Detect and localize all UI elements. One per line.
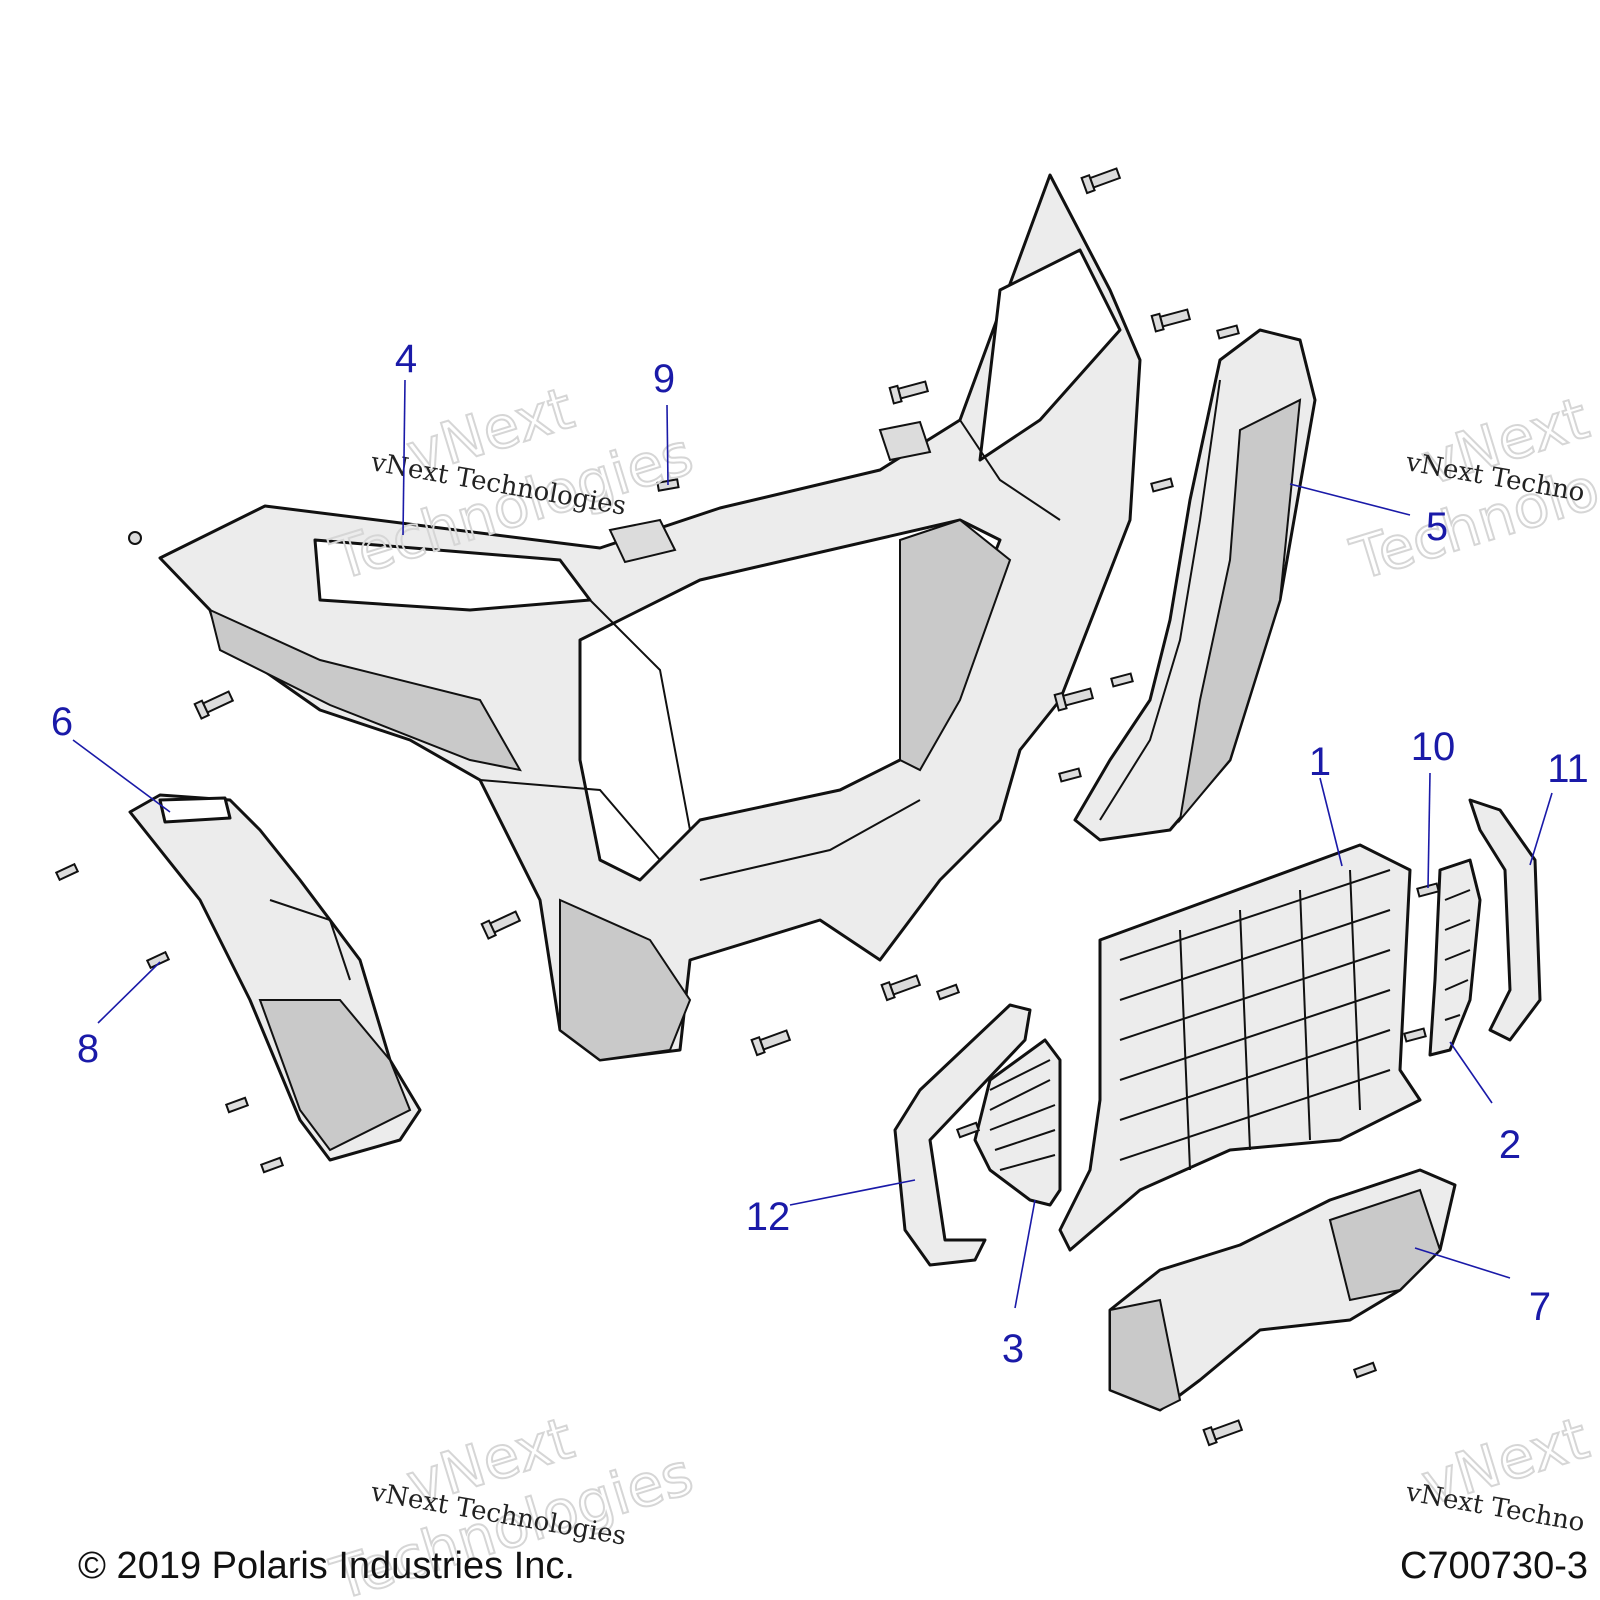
part-7-lower-skid-panel: [1108, 1168, 1457, 1412]
part-11-right-trim: [1468, 798, 1542, 1042]
callout-10: 10: [1411, 725, 1456, 769]
leader-line-4: [402, 379, 406, 536]
screw-icon: [955, 1121, 981, 1139]
callout-8: 8: [77, 1027, 99, 1071]
screw-icon: [145, 950, 171, 970]
fastener-screws: [54, 167, 1440, 1447]
callout-1: 1: [1309, 740, 1331, 784]
screw-icon: [888, 380, 930, 405]
screw-icon: [1416, 882, 1440, 898]
watermark-bottom-right: vNext vNext Techno: [1403, 1403, 1597, 1538]
part-1-main-grille: [1058, 843, 1422, 1252]
callout-4: 4: [395, 337, 417, 381]
leader-line-7: [1414, 1247, 1511, 1279]
screw-icon: [1150, 477, 1174, 493]
callout-9: 9: [653, 357, 675, 401]
callout-6: 6: [51, 700, 73, 744]
part-5-right-side-panel: [1073, 328, 1317, 842]
screw-icon: [1080, 167, 1122, 195]
screw-icon: [1150, 308, 1192, 333]
leader-line-9: [666, 404, 669, 486]
part-6-left-side-panel: [128, 793, 422, 1162]
callouts: 1 2 3 4 5 6 7 8 9 10 11 12: [51, 337, 1589, 1371]
callout-7: 7: [1529, 1285, 1551, 1329]
leader-line-3: [1014, 1199, 1036, 1309]
part-4-front-bumper: [158, 173, 1142, 1062]
callout-5: 5: [1426, 505, 1448, 549]
leader-line-2: [1449, 1041, 1493, 1104]
leader-line-5: [1289, 483, 1411, 516]
drawing-id: C700730-3: [1400, 1545, 1588, 1587]
screw-icon: [1110, 672, 1134, 688]
leader-line-10: [1427, 772, 1431, 889]
leader-line-8: [97, 961, 161, 1024]
screw-icon: [750, 1029, 792, 1057]
screw-icon: [1352, 1361, 1378, 1379]
callout-12: 12: [746, 1195, 791, 1239]
leader-line-11: [1529, 792, 1553, 866]
screw-icon: [1053, 687, 1095, 712]
screw-icon: [224, 1096, 250, 1114]
part-3-left-grille-insert: [973, 1038, 1062, 1207]
leader-line-6: [72, 739, 171, 813]
leader-lines: [72, 379, 1553, 1309]
screw-icon: [128, 531, 142, 545]
callout-11: 11: [1547, 747, 1589, 791]
leader-line-1: [1319, 777, 1343, 867]
copyright-text: © 2019 Polaris Industries Inc.: [78, 1545, 575, 1587]
callout-3: 3: [1002, 1327, 1024, 1371]
screw-icon: [1202, 1419, 1244, 1447]
screw-icon: [1216, 324, 1240, 340]
screw-icon: [193, 690, 235, 720]
screw-icon: [1403, 1027, 1427, 1043]
screw-icon: [480, 910, 522, 940]
leader-line-12: [789, 1179, 916, 1206]
screw-icon: [259, 1156, 285, 1174]
part-2-right-grille-insert: [1428, 858, 1482, 1057]
screw-icon: [54, 862, 80, 882]
screw-icon: [1058, 767, 1082, 783]
screw-icon: [935, 983, 961, 1001]
screw-icon: [880, 974, 922, 1002]
part-12-left-trim: [893, 1003, 1032, 1267]
watermark-top-right: vNext Technolo vNext Techno: [1342, 383, 1600, 595]
callout-2: 2: [1499, 1123, 1521, 1167]
